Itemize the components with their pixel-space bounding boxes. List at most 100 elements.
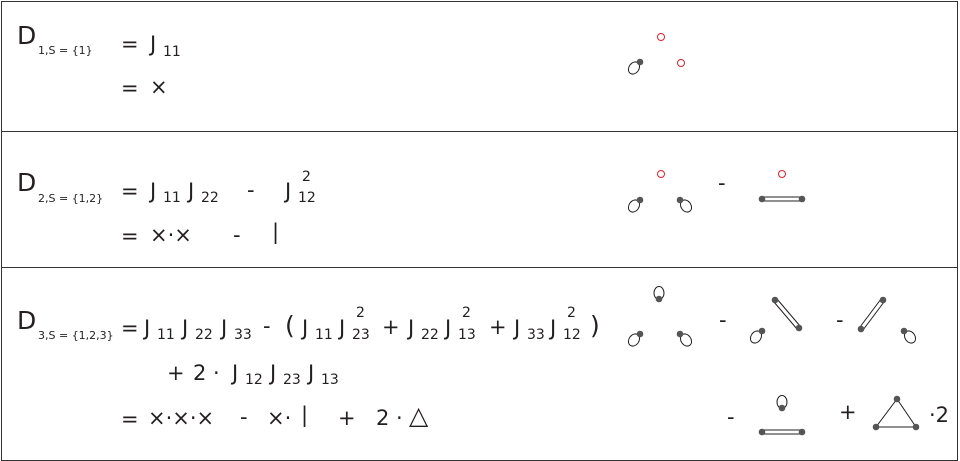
d3-plus-2: + (489, 315, 507, 339)
d3-graph-4 (758, 395, 806, 436)
d3-triangle-node-top (893, 395, 901, 403)
d1-j: J (150, 32, 157, 56)
d3-j22: J (182, 316, 189, 340)
d2-symbol: D (17, 168, 37, 197)
d2-j12: J (285, 179, 292, 203)
d1-graph (627, 33, 685, 75)
d3-j12c: J (232, 361, 239, 385)
d3-j33b: J (514, 316, 521, 340)
d3-diagram-minus-2: - (836, 308, 844, 332)
d3-g4-node-1 (758, 428, 766, 436)
d3-j13-subscript: 13 (458, 327, 476, 343)
d3-two-line3: 2 · (376, 406, 403, 430)
d2-graph-2 (758, 170, 806, 203)
d3-j33: J (221, 316, 228, 340)
d2-cross-product: ×·× (150, 223, 192, 247)
d3-g2-node-bottom (795, 324, 803, 332)
d3-g4-loop-node (778, 404, 786, 412)
d3-minus-line3: - (240, 405, 248, 429)
d3-triangle-node-left (872, 423, 880, 431)
d3-symbol: D (17, 306, 37, 335)
d3-j12-subscript: 12 (563, 327, 581, 343)
d2-j12-subscript: 12 (298, 190, 316, 206)
d3-j33b-subscript: 33 (527, 327, 545, 343)
d3-node-top (655, 295, 663, 303)
d3-j22b: J (408, 316, 415, 340)
d2-equals-2: = (121, 224, 139, 248)
d3-j23-superscript: 2 (356, 305, 365, 321)
d3-j13: J (445, 316, 452, 340)
d2-node-2 (676, 196, 684, 204)
d2-j22: J (188, 179, 195, 203)
d3-equals-1: = (121, 316, 139, 340)
d3-g2-edge-b (773, 301, 798, 330)
d3-plus-line3: + (338, 406, 356, 430)
d2-edge-node-2 (798, 195, 806, 203)
d1-equals-1: = (121, 32, 139, 56)
d3-equals-3: = (121, 407, 139, 431)
d3-graph-1 (627, 286, 693, 347)
d2-graph-1 (627, 170, 693, 213)
d2-subscript: 2,S = {1,2} (38, 192, 104, 205)
d3-j23-subscript: 23 (352, 327, 370, 343)
d3-plus-line2: + (167, 361, 185, 385)
d1-subscript: 1,S = {1} (38, 44, 93, 57)
d3-right-paren: ) (590, 311, 600, 340)
d3-bar-line3: | (301, 403, 309, 427)
d1-symbol: D (17, 21, 37, 50)
d3-triple-cross: ×·×·× (148, 406, 215, 430)
d1-j-subscript: 11 (163, 44, 181, 60)
d3-diagram-times-two: ·2 (929, 403, 950, 427)
d3-minus: - (263, 314, 271, 338)
d3-j11b-subscript: 11 (315, 327, 333, 343)
d3-j12c-subscript: 12 (245, 372, 263, 388)
d3-graph-2 (749, 296, 803, 344)
d3-g2-edge-a (776, 298, 801, 327)
d3-graph-3 (857, 296, 917, 344)
d3-g2-node-top (771, 296, 779, 304)
d2-j11: J (150, 179, 157, 203)
d3-diagram-plus: + (839, 400, 857, 424)
d1-empty-node-2 (677, 59, 685, 67)
d3-g3-edge-a (859, 298, 882, 328)
d3-g2-loop-node (758, 327, 766, 335)
d2-diagram-minus: - (718, 171, 726, 195)
d3-j33-subscript: 33 (234, 327, 252, 343)
d1-empty-node-1 (657, 33, 665, 41)
d2-equals-1: = (121, 179, 139, 203)
d2-edge-node-1 (758, 195, 766, 203)
d3-j22-subscript: 22 (195, 327, 213, 343)
d1-cross: × (150, 75, 168, 99)
d3-triangle-node-right (912, 423, 920, 431)
row-divider-2 (1, 267, 958, 268)
d3-g3-edge-b (862, 301, 885, 331)
d3-triangle-edges (875, 398, 917, 428)
d1-equals-2: = (121, 76, 139, 100)
d3-g4-node-2 (798, 428, 806, 436)
d3-j13c-subscript: 13 (321, 372, 339, 388)
d3-j11-subscript: 11 (157, 327, 175, 343)
d3-two-line2: 2 · (193, 361, 220, 385)
d3-plus-1: + (382, 315, 400, 339)
d3-subscript: 3,S = {1,2,3} (38, 329, 114, 342)
d3-diagram-minus-1: - (719, 308, 727, 332)
d3-j12-superscript: 2 (567, 305, 576, 321)
d3-left-paren: ( (285, 311, 295, 340)
d3-j23c-subscript: 23 (283, 372, 301, 388)
d3-j23: J (339, 316, 346, 340)
row-divider-1 (1, 131, 958, 132)
d3-j11b: J (302, 316, 309, 340)
d2-minus-2: - (233, 223, 241, 247)
d2-minus: - (247, 178, 255, 202)
d2-empty-node (657, 170, 665, 178)
d3-graph-5-triangle (872, 395, 920, 431)
d2-j11-subscript: 11 (163, 190, 181, 206)
d2-j22-subscript: 22 (201, 190, 219, 206)
d3-j13c: J (308, 361, 315, 385)
d3-j11: J (144, 316, 151, 340)
d3-j12: J (550, 316, 557, 340)
d3-j13-superscript: 2 (462, 305, 471, 321)
d3-j23c: J (270, 361, 277, 385)
d3-triangle-symbol: △ (409, 401, 429, 430)
d3-g3-node-bottom (857, 325, 865, 333)
